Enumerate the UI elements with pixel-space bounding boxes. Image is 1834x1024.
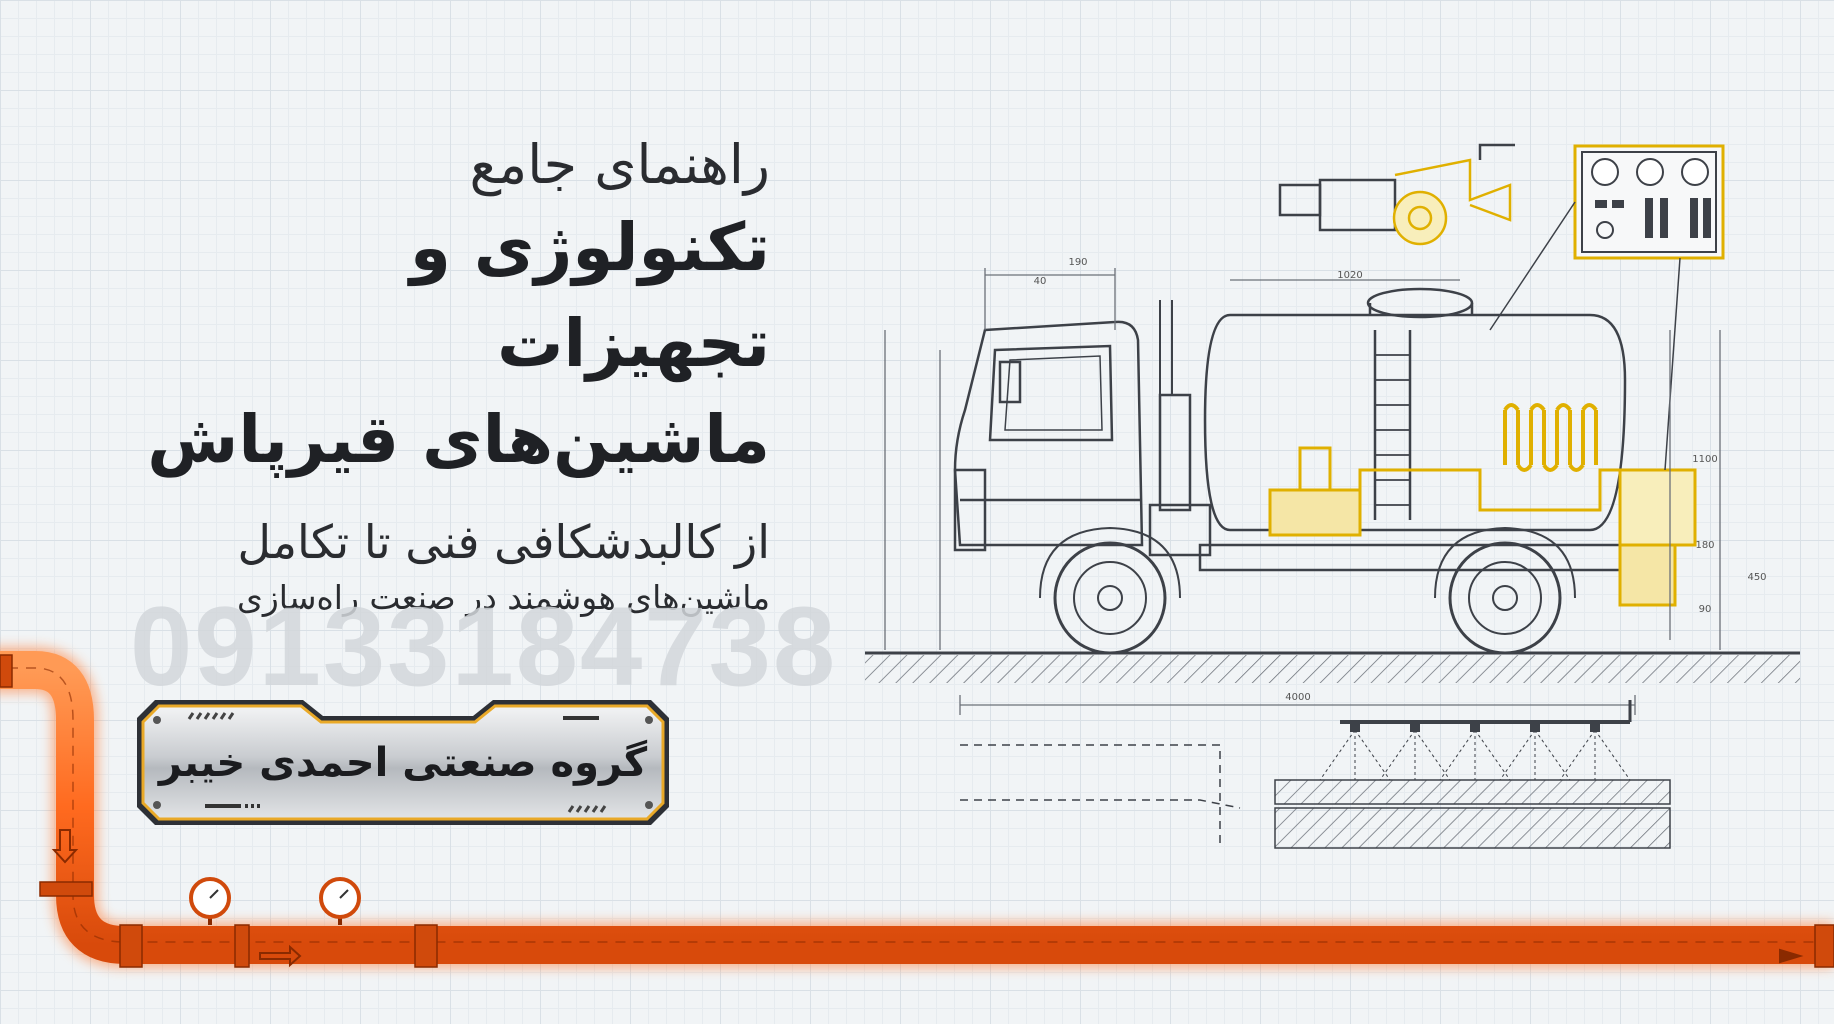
- pump-detail: [1278, 143, 1515, 246]
- dim-label-40: 40: [1034, 276, 1047, 287]
- control-panel-icon: [1489, 144, 1725, 471]
- phone-watermark: 09133184738: [130, 584, 838, 709]
- truck-wheels: [1039, 526, 1576, 655]
- dim-label-450: 450: [1747, 572, 1766, 583]
- pressure-gauge-icon: [189, 877, 361, 925]
- ground-line: [865, 651, 1800, 683]
- dimension-label-texts: 40 190 1020 1100 180 450 90 4000: [1034, 257, 1767, 703]
- spray-bar: [960, 700, 1671, 849]
- flow-arrow-icon: [51, 829, 1804, 968]
- dim-label-1020: 1020: [1337, 270, 1362, 281]
- company-badge: گروه صنعتی احمدی خیبر: [133, 696, 673, 829]
- dim-label-4000: 4000: [1285, 692, 1310, 703]
- truck-tank: [1198, 287, 1652, 572]
- subheading-line-2: ماشین‌های هوشمند در صنعت راه‌سازی: [237, 578, 770, 617]
- company-name: گروه صنعتی احمدی خیبر: [158, 739, 648, 786]
- headline-intro: راهنمای جامع: [469, 133, 770, 196]
- badge-plate-graphic: [137, 700, 669, 825]
- dim-label-90: 90: [1699, 604, 1712, 615]
- subheading-line-1: از کالبدشکافی فنی تا تکامل: [237, 515, 770, 569]
- spray-nozzle-icon: [1350, 724, 1600, 732]
- headline-block: راهنمای جامع تکنولوژی و تجهیزات ماشین‌ها…: [120, 120, 770, 622]
- truck-cab: [953, 300, 1212, 557]
- dim-label-1100: 1100: [1692, 454, 1717, 465]
- dim-label-180: 180: [1695, 540, 1714, 551]
- headline-line-2: ماشین‌های قیرپاش: [147, 401, 770, 478]
- headline-line-1: تکنولوژی و تجهیزات: [409, 209, 770, 382]
- heating-system: [1268, 403, 1697, 607]
- dim-label-190: 190: [1068, 257, 1087, 268]
- dimension-lines: [884, 268, 1721, 715]
- orange-pipeline: [0, 647, 1834, 968]
